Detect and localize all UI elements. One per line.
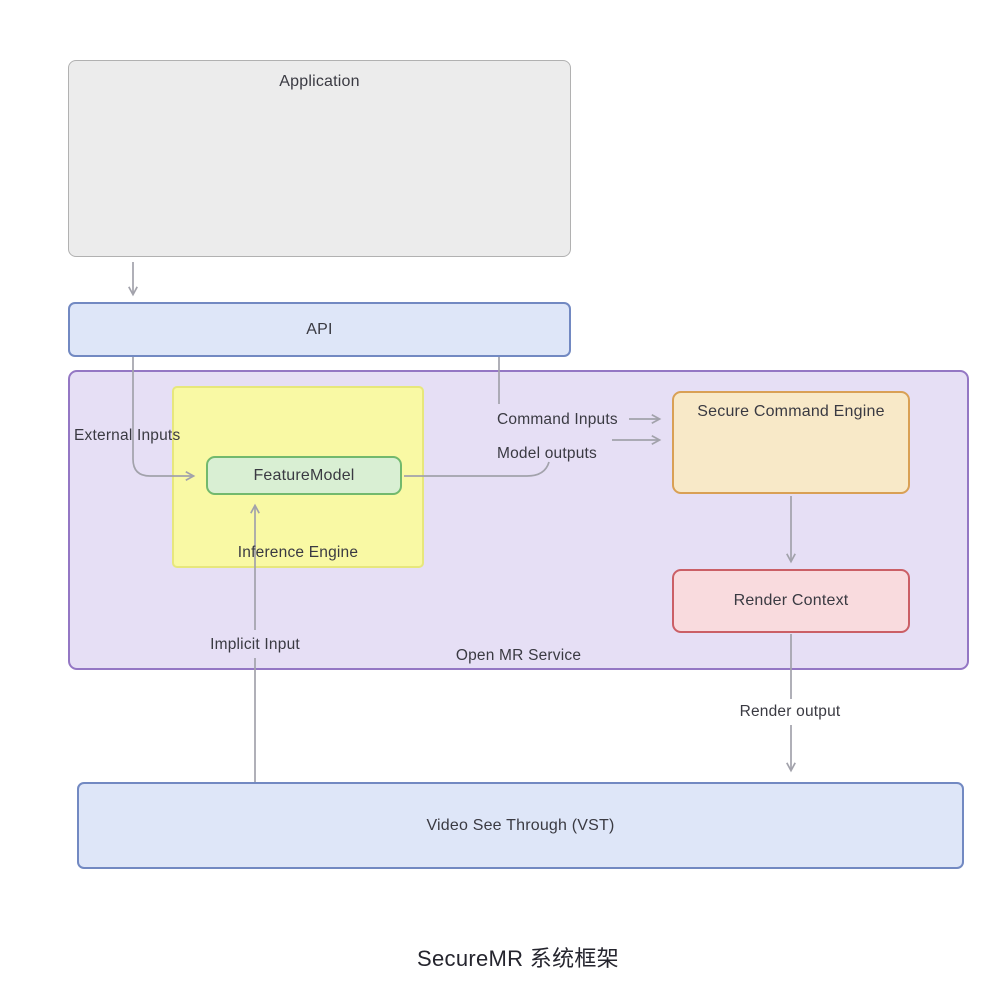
secure-command-engine-label: Secure Command Engine	[697, 403, 885, 420]
api-box: API	[68, 302, 571, 357]
api-label: API	[306, 320, 333, 338]
render-context-label: Render Context	[733, 592, 849, 609]
video-see-through-label: Video See Through (VST)	[426, 816, 615, 834]
render-context-box: Render Context	[672, 569, 910, 633]
figure-caption: SecureMR 系统框架	[417, 946, 619, 971]
command-inputs-label: Command Inputs	[497, 411, 618, 428]
open-mr-service-label: Open MR Service	[455, 647, 582, 664]
implicit-input-label: Implicit Input	[210, 636, 300, 653]
secure-command-engine-box: Secure Command Engine	[672, 391, 910, 494]
inference-engine-label: Inference Engine	[237, 544, 359, 561]
application-label: Application	[279, 73, 360, 90]
model-outputs-label: Model outputs	[497, 445, 597, 462]
feature-model-box: FeatureModel	[206, 456, 402, 495]
feature-model-label: FeatureModel	[253, 466, 355, 484]
external-inputs-label: External Inputs	[74, 427, 181, 444]
render-output-label: Render output	[739, 703, 841, 720]
video-see-through-box: Video See Through (VST)	[77, 782, 964, 869]
application-box: Application	[68, 60, 571, 257]
